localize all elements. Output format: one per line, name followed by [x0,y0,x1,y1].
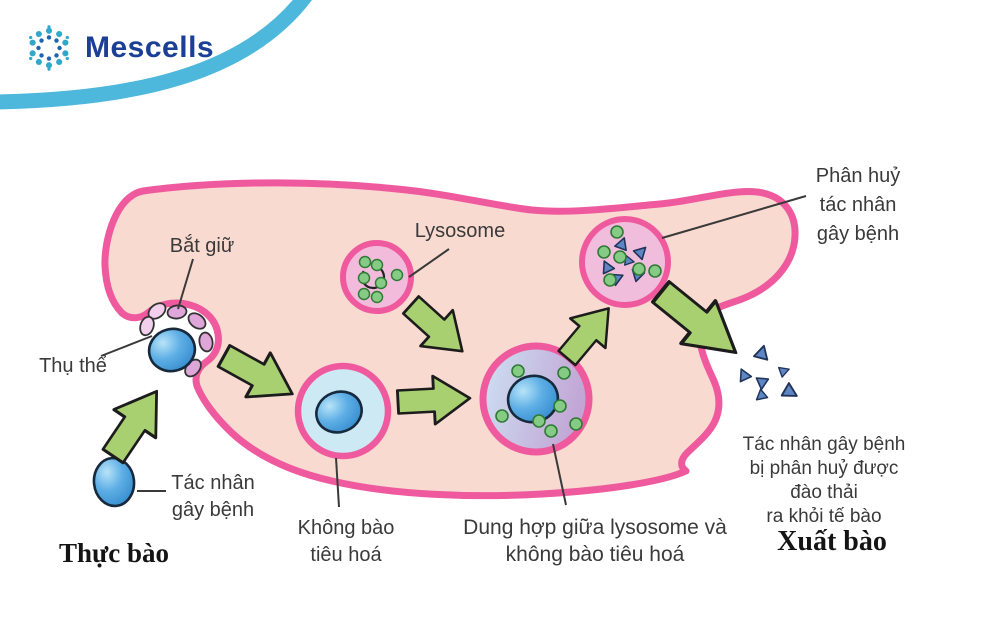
enzyme-dot [648,264,662,278]
engulfed-pathogen [315,390,363,434]
enzyme-dot [603,273,617,287]
debris-triangle [753,343,772,361]
enzyme-dot [532,414,546,428]
label-capture: Bắt giữ [169,235,235,257]
brand-logo: Mescells [26,25,214,71]
pathogen [92,456,136,508]
enzyme-dot [569,417,583,431]
enzyme-dot [553,399,567,413]
receptor-oval [166,304,188,320]
digestive-vacuole [294,362,392,460]
label-breakdown: Phân huỷ tác nhân gây bệnh [815,165,901,245]
breakdown-pointer-line [661,195,807,239]
captured-pathogen [147,327,197,373]
fusion-pointer-line [552,443,567,506]
enzyme-dot [610,225,624,239]
enzyme-dot [597,245,611,259]
enzyme-dot [374,276,388,290]
debris-triangle [777,363,792,378]
fusion-vacuole [479,342,593,456]
lysosome [340,240,414,314]
receptor-oval [187,312,207,330]
label-fusion: Dung hợp giữa lysosome và không bào tiêu… [463,516,727,566]
debris-triangle [780,382,802,404]
pointer-lines [100,195,807,508]
vacuole-pointer-line [335,457,340,508]
expelled-debris [735,343,802,405]
enzyme-dot [511,364,525,378]
enzyme-dot [495,409,509,423]
enzyme-dot [557,366,571,380]
receptor-oval [198,331,214,353]
label-receptor: Thụ thể [39,355,107,377]
receptor-oval [139,315,155,337]
header-swoosh [0,0,312,110]
capture-pointer-line [177,258,194,310]
enzyme-dot [357,287,371,301]
lysosome-pointer-line [408,248,450,278]
label-digestive-vacuole: Không bào tiêu hoá [297,517,395,566]
debris-triangle [752,388,769,405]
enzyme-dot [613,250,627,264]
stage-title-phagocytosis: Thực bào [59,538,169,568]
arrow-pathogen-approach [90,375,180,472]
mescells-logo-icon [29,25,69,71]
debris-triangle [754,377,770,391]
debris-triangle [735,365,753,383]
receptor-complex [139,302,214,378]
enzyme-dot [357,271,371,285]
enzyme-dot [544,424,558,438]
enzyme-dot [370,258,384,272]
breakdown-vesicle [579,216,671,308]
enzyme-dot [390,268,404,282]
label-expelled: Tác nhân gây bệnh bị phân huỷ được đào t… [742,434,906,527]
label-lysosome: Lysosome [414,220,506,242]
brand-name: Mescells [85,31,215,64]
enzyme-dot [370,290,384,304]
label-pathogen: Tác nhân gây bệnh [171,472,255,521]
enzyme-dot [632,262,646,276]
stage-title-exocytosis: Xuất bào [777,526,887,557]
receptor-pointer-line [100,335,153,357]
enzyme-dot [358,255,372,269]
